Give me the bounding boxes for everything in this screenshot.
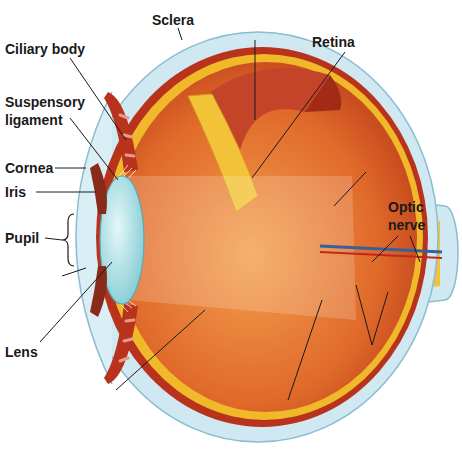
part-label: Cornea bbox=[5, 159, 53, 177]
pupil-bracket bbox=[62, 214, 74, 266]
part-label: Suspensory ligament bbox=[5, 93, 100, 129]
retina-layer bbox=[105, 54, 423, 420]
ciliary-bottom bbox=[104, 304, 138, 384]
part-label: Optic nerve bbox=[388, 198, 448, 234]
part-label: Pupil bbox=[5, 229, 39, 247]
iris-bottom bbox=[90, 266, 107, 317]
vitreous-body bbox=[115, 62, 417, 412]
part-label: Sclera bbox=[152, 11, 194, 29]
section-plane bbox=[128, 176, 356, 320]
part-label: Lens bbox=[5, 343, 38, 361]
central-vein bbox=[320, 246, 442, 252]
part-label: Ciliary body bbox=[5, 40, 85, 58]
cutaway-edge bbox=[305, 75, 341, 112]
sclera-shape bbox=[78, 32, 438, 442]
choroid-shape bbox=[96, 47, 428, 427]
part-label: Iris bbox=[5, 183, 26, 201]
part-label: Retina bbox=[312, 33, 355, 51]
iris-top bbox=[90, 163, 107, 214]
leader-lines bbox=[36, 28, 420, 400]
